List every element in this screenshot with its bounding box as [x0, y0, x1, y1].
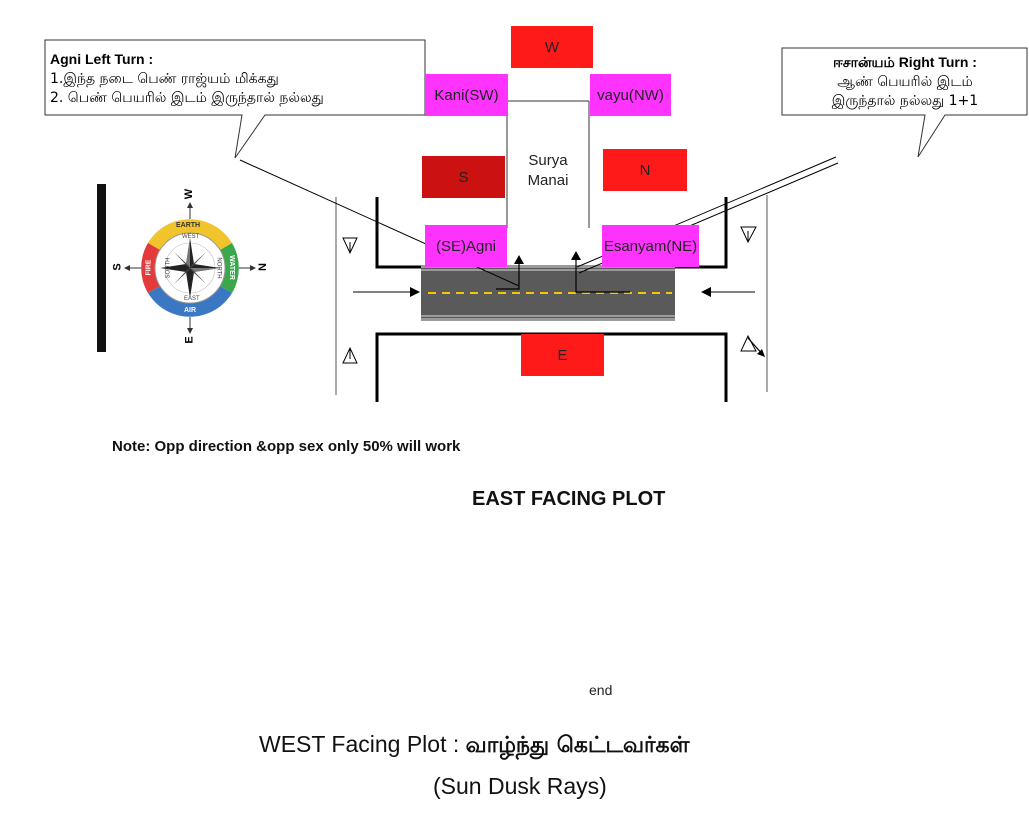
side-arrow-down-left	[342, 237, 358, 255]
box-kani-sw: Kani(SW)	[425, 74, 508, 116]
esanyam-turn-arrow	[571, 251, 630, 293]
compass-scale-bar	[97, 184, 106, 352]
surya-manai-label: Surya Manai	[527, 152, 569, 189]
road	[421, 265, 675, 321]
callout-left-title: Agni Left Turn :	[50, 51, 154, 67]
callout-right-bubble	[781, 47, 1028, 158]
callout-right-text: ஈசான்யம் Right Turn : ஆண் பெயரில் இடம் இ…	[786, 53, 1024, 111]
box-n: N	[603, 149, 687, 191]
end-text: end	[589, 682, 613, 698]
arrow-left-incoming	[353, 287, 420, 297]
callout-left-line1: 1.இந்த நடை பெண் ராஜ்யம் மிக்கது	[50, 71, 279, 87]
compass-inner-east: EAST	[184, 296, 200, 302]
arrow-right-incoming	[701, 287, 755, 297]
west-facing-heading: WEST Facing Plot : வாழ்ந்து கெட்டவர்கள்	[259, 731, 689, 761]
compass-ring-water: WATER	[227, 255, 235, 280]
box-s: S	[422, 156, 505, 198]
compass-label-bottom: E	[183, 336, 196, 344]
compass-label-right: N	[256, 263, 269, 271]
box-esanyam-ne: Esanyam(NE)	[602, 225, 699, 267]
side-arrow-up-left	[342, 346, 358, 364]
compass	[97, 184, 256, 352]
compass-label-left: S	[111, 263, 124, 271]
compass-ring-earth: EARTH	[176, 222, 201, 229]
box-w: W	[511, 26, 593, 68]
box-vayu-nw: vayu(NW)	[590, 74, 671, 116]
callout-left-line2: 2. பெண் பெயரில் இடம் இருந்தால் நல்லது	[50, 90, 324, 106]
box-agni-se: (SE)Agni	[425, 225, 507, 267]
compass-inner-south: SOUTH	[165, 257, 172, 279]
compass-inner-west: WEST	[182, 234, 200, 240]
callout-right-line1: ஆண் பெயரில் இடம்	[837, 74, 973, 90]
west-heading-prefix: WEST Facing Plot :	[259, 731, 466, 757]
compass-ring-air: AIR	[184, 307, 197, 314]
east-facing-heading: EAST FACING PLOT	[472, 488, 666, 510]
compass-label-top: W	[183, 188, 196, 200]
compass-inner-north: NORTH	[215, 257, 222, 279]
box-e: E	[521, 334, 604, 376]
agni-turn-arrow	[496, 255, 524, 290]
note-text: Note: Opp direction &opp sex only 50% wi…	[112, 438, 461, 455]
west-heading-tamil: வாழ்ந்து கெட்டவர்கள்	[465, 733, 690, 758]
callout-right-line2: இருந்தால் நல்லது 1+1	[831, 93, 979, 109]
callout-right-title: ஈசான்யம் Right Turn :	[833, 54, 977, 70]
west-subheading: (Sun Dusk Rays)	[433, 773, 607, 799]
side-arrow-down-right	[740, 226, 757, 244]
side-arrow-up-right	[740, 334, 765, 357]
callout-left-bubble	[44, 39, 426, 159]
callout-left-text: Agni Left Turn : 1.இந்த நடை பெண் ராஜ்யம்…	[50, 50, 324, 108]
compass-ring-fire: FIRE	[145, 259, 153, 276]
